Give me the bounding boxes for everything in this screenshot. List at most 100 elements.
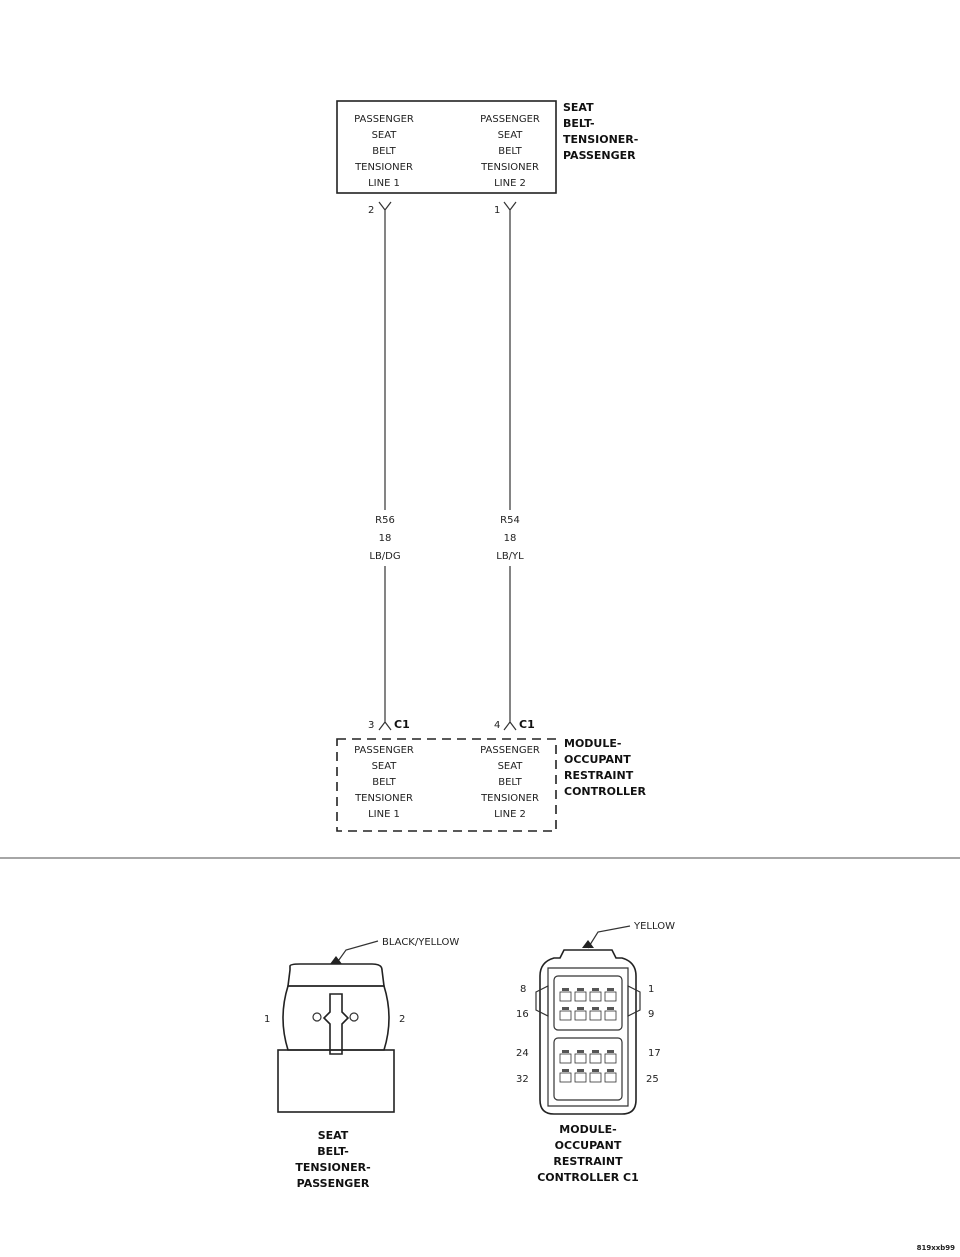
connector-cavity-latch — [577, 1007, 584, 1010]
bottom-pin-a-terminal — [378, 700, 392, 731]
connector-cavity — [574, 1010, 587, 1021]
svg-text:R54: R54 — [500, 515, 520, 526]
connector-left-pin-1: 1 — [264, 1014, 270, 1025]
svg-text:18: 18 — [504, 533, 517, 544]
connector-cavity — [604, 991, 617, 1002]
connector-cavity — [559, 991, 572, 1002]
connector-cavity — [574, 991, 587, 1002]
svg-text:LB/DG: LB/DG — [369, 551, 400, 562]
figure-id: 819xxb99 — [917, 1244, 956, 1252]
connector-right-caption: MODULE- OCCUPANT RESTRAINT CONTROLLER C1 — [537, 1123, 639, 1184]
svg-text:LINE 2: LINE 2 — [494, 809, 526, 820]
svg-text:TENSIONER-: TENSIONER- — [563, 133, 638, 146]
connector-cavity-latch — [562, 1007, 569, 1010]
occupant-restraint-controller-box — [336, 738, 557, 832]
bottom-pin-a-label: PASSENGER SEAT BELT TENSIONER LINE 1 — [354, 745, 414, 820]
connector-cavity-latch — [592, 988, 599, 991]
connector-right-pin-24: 24 — [516, 1048, 529, 1059]
seat-belt-tensioner-box — [336, 100, 557, 194]
wire-r54 — [503, 201, 517, 700]
svg-text:BELT: BELT — [498, 777, 522, 788]
connector-cavity — [559, 1010, 572, 1021]
connector-right-pin-16: 16 — [516, 1009, 529, 1020]
connector-cavity-latch — [562, 1069, 569, 1072]
connector-cavity-latch — [592, 1069, 599, 1072]
connector-right-pin-9: 9 — [648, 1009, 654, 1020]
svg-text:BELT-: BELT- — [563, 117, 595, 130]
svg-text:PASSENGER: PASSENGER — [354, 745, 414, 756]
svg-text:BELT: BELT — [498, 146, 522, 157]
connector-cavity-latch — [607, 1050, 614, 1053]
connector-cavity — [574, 1053, 587, 1064]
svg-text:SEAT: SEAT — [563, 101, 594, 114]
connector-cavity — [604, 1010, 617, 1021]
connector-cavity-latch — [577, 1069, 584, 1072]
svg-text:18: 18 — [379, 533, 392, 544]
svg-text:LB/YL: LB/YL — [496, 551, 524, 562]
connector-cavity-latch — [577, 1050, 584, 1053]
connector-cavity — [604, 1072, 617, 1083]
svg-text:LINE 1: LINE 1 — [368, 178, 400, 189]
connector-cavity-latch — [592, 1007, 599, 1010]
bottom-pin-b-terminal — [503, 700, 517, 731]
connector-right-pin-8: 8 — [520, 984, 526, 995]
svg-text:RESTRAINT: RESTRAINT — [553, 1155, 623, 1168]
connector-cavity-latch — [577, 988, 584, 991]
svg-text:LINE 2: LINE 2 — [494, 178, 526, 189]
svg-text:PASSENGER: PASSENGER — [480, 114, 540, 125]
connector-cavity — [559, 1053, 572, 1064]
connector-right-pin-25: 25 — [646, 1074, 659, 1085]
top-pin-b-label: PASSENGER SEAT BELT TENSIONER LINE 2 — [480, 114, 540, 189]
connector-right-color: YELLOW — [633, 921, 675, 932]
svg-text:SEAT: SEAT — [498, 130, 524, 141]
top-pin-a-number: 2 — [368, 205, 374, 216]
connector-left-caption: SEAT BELT- TENSIONER- PASSENGER — [295, 1129, 370, 1190]
connector-left-color: BLACK/YELLOW — [382, 937, 459, 948]
svg-text:TENSIONER-: TENSIONER- — [295, 1161, 370, 1174]
svg-text:LINE 1: LINE 1 — [368, 809, 400, 820]
svg-text:BELT: BELT — [372, 777, 396, 788]
svg-text:PASSENGER: PASSENGER — [354, 114, 414, 125]
connector-right-pin-17: 17 — [648, 1048, 661, 1059]
seat-belt-tensioner-connector: BLACK/YELLOW 1 2 — [264, 937, 459, 1113]
connector-cavity — [589, 1010, 602, 1021]
bottom-pin-b-label: PASSENGER SEAT BELT TENSIONER LINE 2 — [480, 745, 540, 820]
svg-text:PASSENGER: PASSENGER — [480, 745, 540, 756]
svg-text:RESTRAINT: RESTRAINT — [564, 769, 634, 782]
svg-text:TENSIONER: TENSIONER — [480, 793, 539, 804]
svg-text:TENSIONER: TENSIONER — [354, 162, 413, 173]
svg-text:PASSENGER: PASSENGER — [563, 149, 636, 162]
bottom-connector-b: C1 — [519, 718, 535, 731]
connector-cavity-latch — [607, 1069, 614, 1072]
svg-text:SEAT: SEAT — [372, 130, 398, 141]
connector-cavity-latch — [592, 1050, 599, 1053]
wire-label-r54: R54 18 LB/YL — [496, 515, 524, 562]
svg-text:SEAT: SEAT — [318, 1129, 349, 1142]
svg-text:SEAT: SEAT — [498, 761, 524, 772]
svg-text:MODULE-: MODULE- — [559, 1123, 616, 1136]
wire-r56 — [378, 201, 392, 700]
svg-text:OCCUPANT: OCCUPANT — [555, 1139, 622, 1152]
wire-label-r56: R56 18 LB/DG — [369, 515, 400, 562]
connector-cavity — [589, 1072, 602, 1083]
svg-text:TENSIONER: TENSIONER — [480, 162, 539, 173]
connector-cavity-latch — [562, 988, 569, 991]
svg-text:OCCUPANT: OCCUPANT — [564, 753, 631, 766]
top-pin-b-number: 1 — [494, 205, 500, 216]
connector-cavity — [604, 1053, 617, 1064]
connector-left-pin-2: 2 — [399, 1014, 405, 1025]
svg-text:CONTROLLER C1: CONTROLLER C1 — [537, 1171, 639, 1184]
top-component-name: SEAT BELT- TENSIONER- PASSENGER — [563, 101, 638, 162]
occupant-restraint-controller-c1-connector: YELLOW 8 1 16 9 24 17 32 25 — [516, 921, 675, 1115]
svg-text:TENSIONER: TENSIONER — [354, 793, 413, 804]
connector-right-pin-32: 32 — [516, 1074, 529, 1085]
connector-right-pin-1: 1 — [648, 984, 654, 995]
bottom-pin-b-number: 4 — [494, 720, 500, 731]
svg-text:SEAT: SEAT — [372, 761, 398, 772]
svg-text:MODULE-: MODULE- — [564, 737, 621, 750]
connector-cavity — [574, 1072, 587, 1083]
svg-text:BELT: BELT — [372, 146, 396, 157]
svg-text:PASSENGER: PASSENGER — [297, 1177, 370, 1190]
connector-cavity — [559, 1072, 572, 1083]
